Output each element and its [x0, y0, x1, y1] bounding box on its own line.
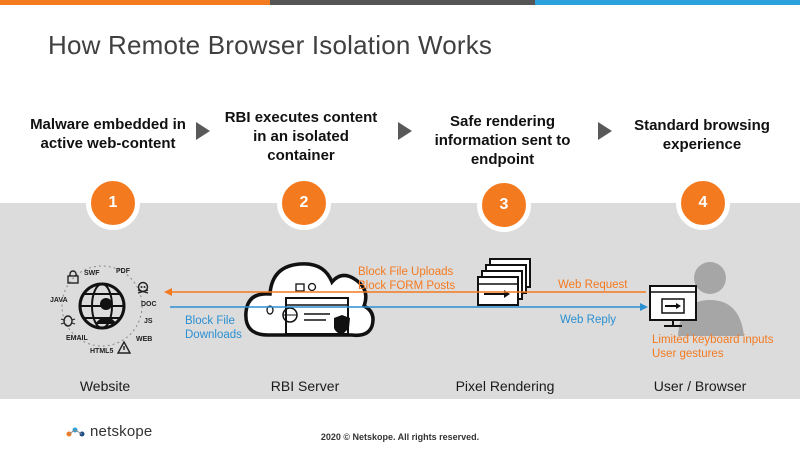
step-2-heading: RBI executes content in an isolated cont… — [206, 108, 396, 165]
step-3-heading: Safe rendering information sent to endpo… — [415, 112, 590, 169]
user-browser-icon — [649, 262, 744, 336]
step-4-badge: 4 — [676, 176, 730, 230]
block-uploads-line: Block File Uploads — [358, 266, 454, 278]
user-browser-label: User / Browser — [653, 378, 747, 394]
website-globe-icon — [61, 265, 143, 347]
tag-js: JS — [144, 318, 153, 325]
copyright-text: 2020 © Netskope. All rights reserved. — [320, 432, 480, 442]
tag-web: WEB — [136, 336, 153, 343]
netskope-logo-text: netskope — [90, 423, 153, 440]
rbi-server-label: RBI Server — [270, 378, 340, 394]
tag-email: EMAIL — [66, 335, 88, 342]
step-3-heading-line: information sent to — [434, 132, 571, 149]
step-3-heading-line: endpoint — [470, 151, 535, 168]
warning-icon — [117, 341, 131, 354]
block-uploads-line: Block FORM Posts — [358, 280, 456, 292]
pixel-rendering-icon — [477, 258, 531, 306]
top-bar-orange — [0, 0, 270, 5]
lock-icon — [67, 270, 79, 284]
step-arrow-icon — [598, 122, 612, 140]
step-arrow-icon — [196, 122, 210, 140]
web-reply-label: Web Reply — [560, 314, 617, 326]
step-1-heading: Malware embedded in active web-content — [8, 115, 208, 153]
rbi-cloud-icon — [244, 262, 375, 338]
step-3-heading-line: Safe rendering — [449, 113, 556, 130]
step-4-heading: Standard browsing experience — [612, 116, 792, 154]
block-downloads-line: Block File — [185, 315, 235, 327]
netskope-logo-icon — [66, 427, 85, 436]
block-uploads-label: Block File Uploads Block FORM Posts — [358, 265, 455, 293]
pixel-rendering-label: Pixel Rendering — [455, 378, 555, 394]
web-request-arrowhead — [164, 288, 172, 296]
step-2-heading-line: RBI executes content — [224, 109, 378, 126]
skull-icon — [137, 281, 149, 294]
step-2-badge: 2 — [277, 176, 331, 230]
step-1-badge: 1 — [86, 176, 140, 230]
step-4-heading-line: experience — [662, 136, 742, 153]
top-bar-blue — [535, 0, 800, 5]
block-downloads-label: Block File Downloads — [185, 314, 242, 342]
web-reply-arrowhead — [640, 303, 648, 311]
step-1-heading-line: Malware embedded in — [30, 116, 186, 133]
footer — [0, 399, 800, 451]
step-2-heading-line: container — [267, 147, 335, 164]
netskope-logo: netskope — [66, 423, 152, 440]
tag-doc: DOC — [141, 301, 157, 308]
user-notes-label: Limited keyboard inputs User gestures — [652, 333, 773, 361]
bug-icon — [60, 315, 76, 327]
user-note-line: User gestures — [652, 348, 724, 360]
step-3-badge: 3 — [477, 178, 531, 232]
step-arrow-icon — [398, 122, 412, 140]
step-4-heading-line: Standard browsing — [634, 117, 770, 134]
tag-pdf: PDF — [116, 268, 130, 275]
web-request-label: Web Request — [558, 279, 628, 291]
step-1-heading-line: active web-content — [40, 135, 176, 152]
tag-java: JAVA — [50, 297, 68, 304]
page-title: How Remote Browser Isolation Works — [48, 30, 493, 60]
tag-swf: SWF — [84, 270, 100, 277]
website-label: Website — [79, 378, 131, 394]
top-bar-gray — [270, 0, 535, 5]
top-accent-bar — [0, 0, 800, 5]
user-note-line: Limited keyboard inputs — [652, 334, 774, 346]
tag-html5: HTML5 — [90, 348, 114, 355]
step-2-heading-line: in an isolated — [253, 128, 349, 145]
block-downloads-line: Downloads — [185, 329, 242, 341]
